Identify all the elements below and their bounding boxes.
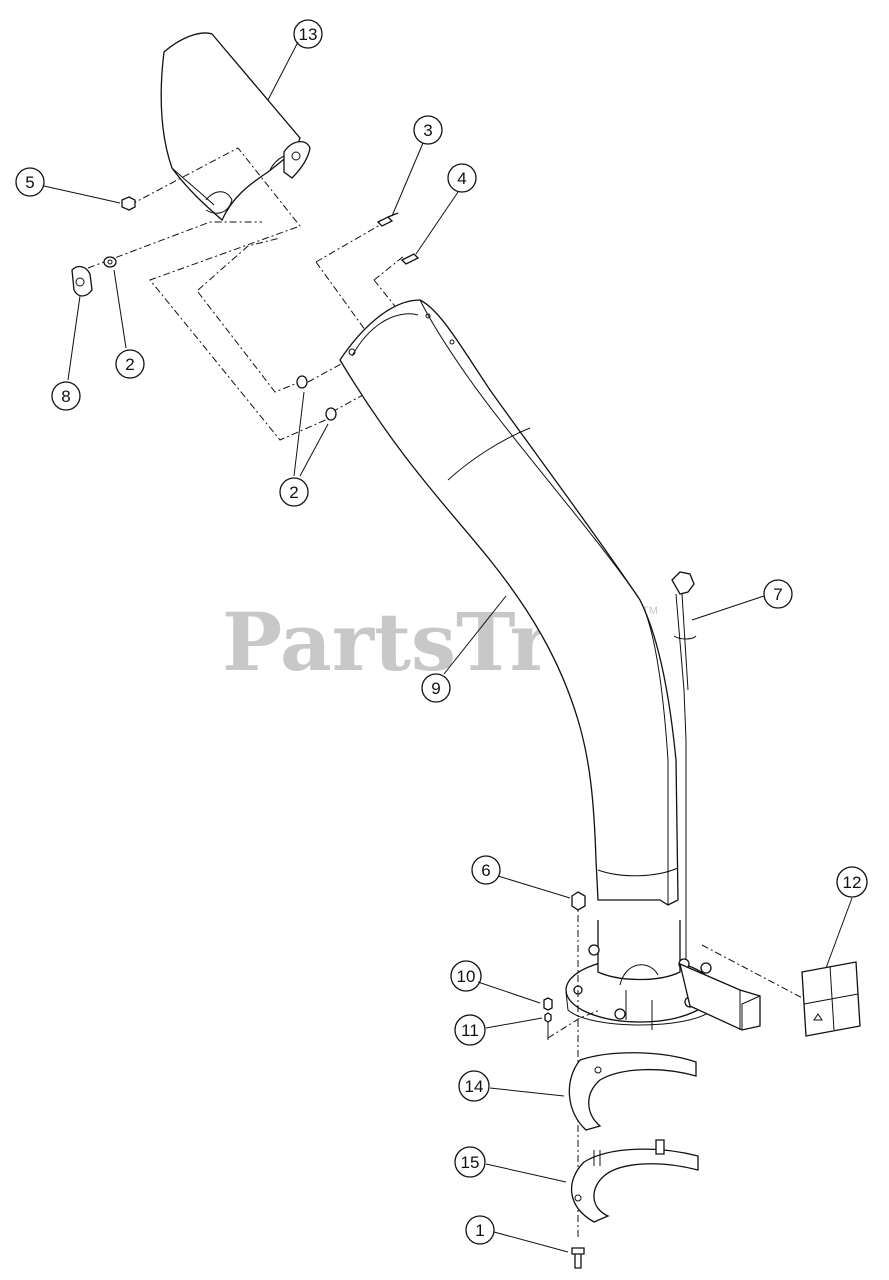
callout-14[interactable]: 14 (458, 1070, 490, 1102)
bolt-part-4[interactable] (400, 253, 420, 265)
callout-2-upper[interactable]: 2 (115, 349, 145, 379)
callout-6[interactable]: 6 (471, 855, 501, 885)
svg-text:2: 2 (125, 355, 134, 374)
svg-text:14: 14 (465, 1077, 484, 1096)
svg-text:2: 2 (289, 483, 298, 502)
svg-text:13: 13 (299, 25, 318, 44)
wing-nut-part-8[interactable] (71, 265, 93, 297)
washer-part-2-low[interactable] (325, 407, 337, 421)
leader-lines (43, 41, 853, 1253)
svg-text:8: 8 (61, 387, 70, 406)
svg-text:1: 1 (475, 1221, 484, 1240)
callout-13[interactable]: 13 (293, 19, 323, 49)
callout-12[interactable]: 12 (836, 866, 868, 898)
base-flange[interactable] (565, 920, 761, 1031)
svg-text:7: 7 (773, 585, 782, 604)
washer-part-2-mid[interactable] (296, 375, 308, 389)
callout-7[interactable]: 7 (763, 579, 793, 609)
svg-text:10: 10 (457, 967, 476, 986)
svg-text:15: 15 (461, 1153, 480, 1172)
hardware-upper (71, 196, 420, 421)
nut-part-5[interactable] (121, 196, 136, 211)
bolt-part-1[interactable] (571, 1247, 585, 1269)
callout-4[interactable]: 4 (447, 163, 477, 193)
callout-3[interactable]: 3 (413, 115, 443, 145)
callout-10[interactable]: 10 (450, 960, 482, 992)
svg-text:6: 6 (481, 861, 490, 880)
svg-text:4: 4 (457, 169, 466, 188)
svg-text:5: 5 (25, 173, 34, 192)
callout-2-lower[interactable]: 2 (279, 477, 309, 507)
callout-1[interactable]: 1 (465, 1215, 495, 1245)
screw-part-10[interactable] (543, 997, 553, 1011)
svg-text:9: 9 (431, 679, 440, 698)
label-decal-part[interactable] (801, 961, 861, 1037)
callout-5[interactable]: 5 (15, 167, 45, 197)
chute-tube-part[interactable] (339, 299, 679, 906)
callout-9[interactable]: 9 (421, 673, 451, 703)
bolt-part-3[interactable] (376, 212, 399, 227)
callout-8[interactable]: 8 (51, 381, 81, 411)
shim-part-14[interactable] (568, 1052, 697, 1131)
crank-rod-part[interactable] (671, 571, 697, 960)
svg-text:11: 11 (461, 1021, 479, 1040)
svg-text:3: 3 (423, 121, 432, 140)
washer-part-2-top[interactable] (103, 256, 117, 268)
nut-part-6[interactable] (571, 891, 586, 911)
ring-part-15[interactable] (571, 1139, 699, 1223)
svg-text:12: 12 (843, 873, 862, 892)
callouts: 13 3 4 5 8 2 2 7 9 6 12 10 11 14 15 1 (15, 19, 868, 1245)
callout-15[interactable]: 15 (454, 1146, 486, 1178)
callout-11[interactable]: 11 (454, 1014, 486, 1046)
washer-part-11[interactable] (544, 1012, 552, 1023)
deflector-part[interactable] (160, 32, 311, 222)
hardware-lower (543, 891, 586, 1269)
